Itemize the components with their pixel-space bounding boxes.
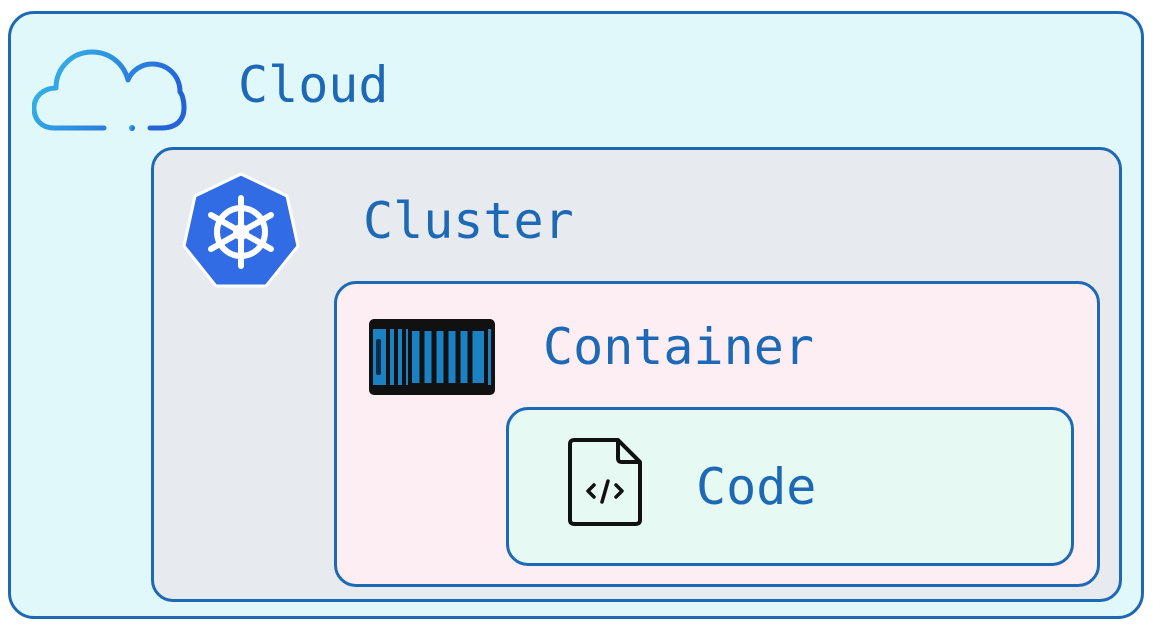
cluster-label: Cluster [363, 192, 574, 250]
kubernetes-icon [180, 170, 302, 294]
cloud-icon [31, 46, 188, 140]
shipping-container-icon [368, 317, 498, 401]
code-box [506, 407, 1074, 566]
container-label: Container [543, 318, 814, 376]
cloud-label: Cloud [238, 56, 389, 114]
code-file-icon [566, 436, 646, 532]
code-label: Code [696, 458, 817, 516]
